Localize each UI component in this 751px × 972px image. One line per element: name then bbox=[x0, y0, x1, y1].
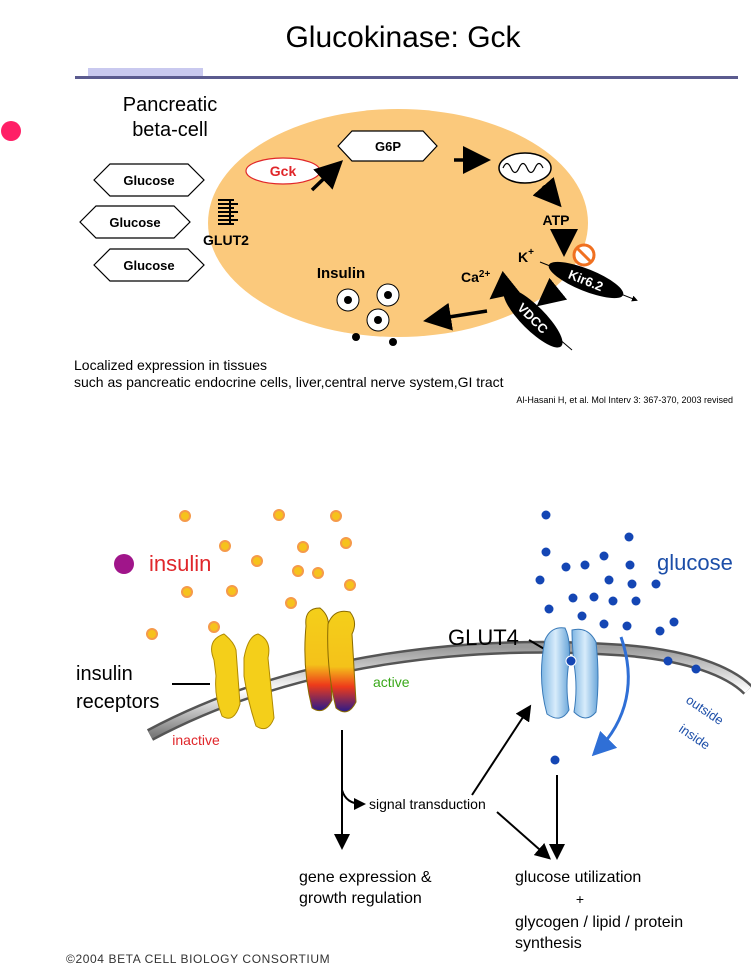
description-line2: such as pancreatic endocrine cells, live… bbox=[74, 374, 504, 390]
glucose-hexagon-2: Glucose bbox=[79, 205, 191, 239]
title-rule-accent bbox=[88, 68, 203, 76]
glut4-transporter bbox=[540, 627, 599, 719]
glucose-utilization-line4: synthesis bbox=[515, 935, 582, 952]
glucose-label-1: Glucose bbox=[123, 173, 174, 188]
active-receptor bbox=[304, 607, 357, 713]
signal-transduction-label: signal transduction bbox=[369, 796, 486, 812]
insulin-label-top: Insulin bbox=[317, 265, 365, 282]
gene-expression-line1: gene expression & bbox=[299, 869, 432, 886]
g6p-hexagon bbox=[337, 130, 438, 162]
inside-label: inside bbox=[676, 721, 713, 752]
kir-to-vdcc-arrow bbox=[536, 277, 568, 307]
inactive-label: inactive bbox=[172, 732, 220, 748]
k-sup: + bbox=[528, 247, 534, 258]
gck-label: Gck bbox=[270, 163, 297, 179]
glucose-utilization-line1: glucose utilization bbox=[515, 869, 641, 886]
glut4-label: GLUT4 bbox=[448, 625, 519, 650]
active-label: active bbox=[373, 674, 410, 690]
cell-title-line2: beta-cell bbox=[132, 119, 208, 141]
insulin-granules bbox=[336, 283, 400, 346]
signal-branch-arrow bbox=[341, 789, 366, 810]
glucose-in-channel bbox=[565, 655, 577, 667]
glut2-transporter-icon bbox=[218, 199, 238, 225]
cell-title-line1: Pancreatic bbox=[123, 94, 218, 116]
glucose-label-2: Glucose bbox=[109, 215, 160, 230]
citation: Al-Hasani H, et al. Mol Interv 3: 367-37… bbox=[516, 395, 733, 405]
outside-label: outside bbox=[683, 692, 726, 728]
gck-to-g6p-arrow bbox=[310, 160, 344, 192]
g6p-label: G6P bbox=[375, 139, 401, 154]
description-line1: Localized expression in tissues bbox=[74, 357, 267, 373]
mitochondrion-icon bbox=[498, 152, 552, 184]
inhibition-icon bbox=[572, 243, 596, 267]
glut2-label: GLUT2 bbox=[203, 232, 249, 248]
glucose-hexagon-3: Glucose bbox=[93, 248, 205, 282]
vdcc-to-insulin-arrow bbox=[423, 302, 488, 331]
glucose-utilization-line3: glycogen / lipid / protein bbox=[515, 914, 683, 931]
glucose-molecules bbox=[535, 510, 701, 765]
insulin-label-bottom: insulin bbox=[149, 551, 211, 576]
mito-to-atp-arrow bbox=[532, 176, 562, 208]
signal-to-glut4-arrow bbox=[471, 704, 532, 796]
insulin-receptors-line2: receptors bbox=[76, 691, 159, 713]
glucose-transport-arrow bbox=[591, 636, 630, 757]
insulin-receptors-line1: insulin bbox=[76, 663, 133, 685]
glucose-utilization-plus: + bbox=[576, 891, 584, 907]
signal-to-utilization-arrow bbox=[496, 811, 551, 860]
slide-title: Glucokinase: Gck bbox=[285, 21, 521, 54]
kir-channel bbox=[548, 261, 624, 299]
ca-arrow bbox=[489, 270, 521, 300]
glucose-label-3: Glucose bbox=[123, 258, 174, 273]
title-rule bbox=[75, 76, 738, 79]
gene-expression-line2: growth regulation bbox=[299, 890, 422, 907]
copyright: ©2004 BETA CELL BIOLOGY CONSORTIUM bbox=[66, 952, 330, 966]
bullet-dot bbox=[1, 121, 21, 141]
vdcc-channel bbox=[503, 288, 563, 348]
glucose-hexagon-1: Glucose bbox=[93, 163, 205, 197]
ca-sup: 2+ bbox=[479, 269, 491, 280]
insulin-bullet-dot bbox=[114, 554, 134, 574]
cell-membrane bbox=[146, 640, 751, 741]
ca-label: Ca2+ bbox=[461, 269, 490, 285]
glucose-label-bottom: glucose bbox=[657, 550, 733, 575]
k-label: K+ bbox=[518, 247, 534, 265]
inactive-receptor bbox=[211, 633, 275, 730]
atp-label: ATP bbox=[543, 212, 570, 228]
